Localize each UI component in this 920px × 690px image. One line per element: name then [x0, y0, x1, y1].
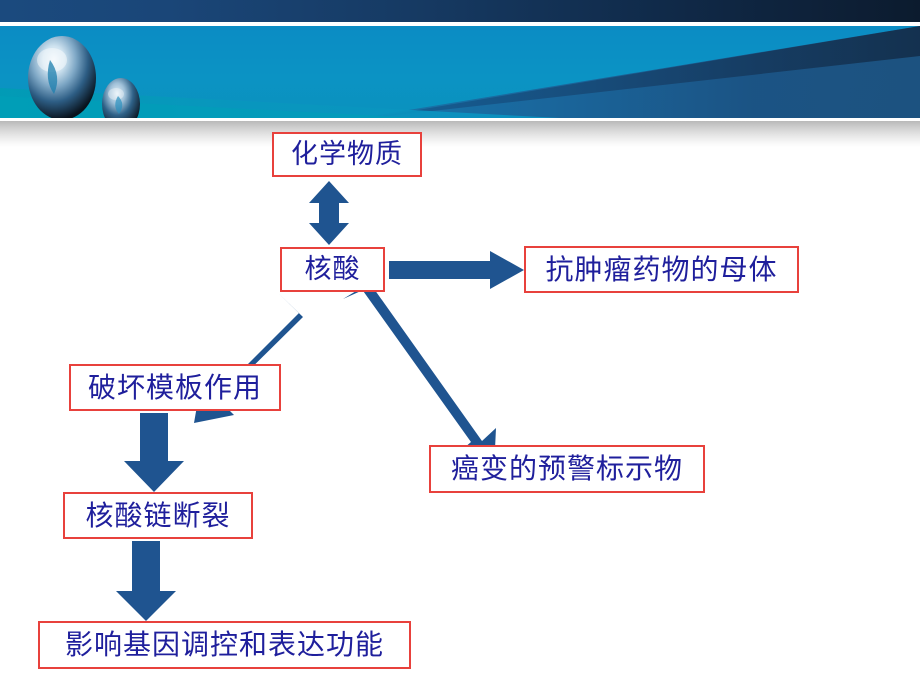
node-nucleic[interactable]: 核酸 [280, 247, 385, 292]
node-chemical[interactable]: 化学物质 [272, 132, 422, 177]
sphere-icon [28, 36, 96, 118]
node-antitumor[interactable]: 抗肿瘤药物的母体 [524, 246, 799, 293]
node-marker[interactable]: 癌变的预警标示物 [429, 445, 705, 493]
flowchart: 化学物质 核酸 抗肿瘤药物的母体 破坏模板作用 癌变的预警标示物 核酸链断裂 影… [0, 121, 920, 690]
edge-nucleic-antitumor [389, 251, 524, 289]
node-antitumor-label: 抗肿瘤药物的母体 [545, 252, 778, 286]
edge-chainbreak-geneexpr [116, 541, 176, 621]
node-marker-label: 癌变的预警标示物 [450, 452, 683, 485]
edge-template-chainbreak [124, 413, 184, 492]
header-fade [0, 121, 920, 147]
node-chainbreak-label: 核酸链断裂 [85, 498, 231, 532]
header-top-strip [0, 0, 920, 22]
node-template-label: 破坏模板作用 [87, 370, 262, 404]
node-chemical-label: 化学物质 [291, 139, 403, 170]
header-band-graphic [0, 26, 920, 118]
edge-nucleic-marker [343, 286, 496, 470]
header-gap [0, 22, 920, 26]
node-template[interactable]: 破坏模板作用 [69, 364, 281, 411]
node-chainbreak[interactable]: 核酸链断裂 [63, 492, 253, 539]
small-sphere-icon [102, 78, 140, 118]
header-underline [0, 118, 920, 121]
header-band [0, 26, 920, 118]
edge-chemical-nucleic [309, 181, 349, 245]
node-nucleic-label: 核酸 [304, 254, 361, 285]
node-geneexpr[interactable]: 影响基因调控和表达功能 [38, 621, 411, 669]
node-geneexpr-label: 影响基因调控和表达功能 [64, 628, 384, 661]
